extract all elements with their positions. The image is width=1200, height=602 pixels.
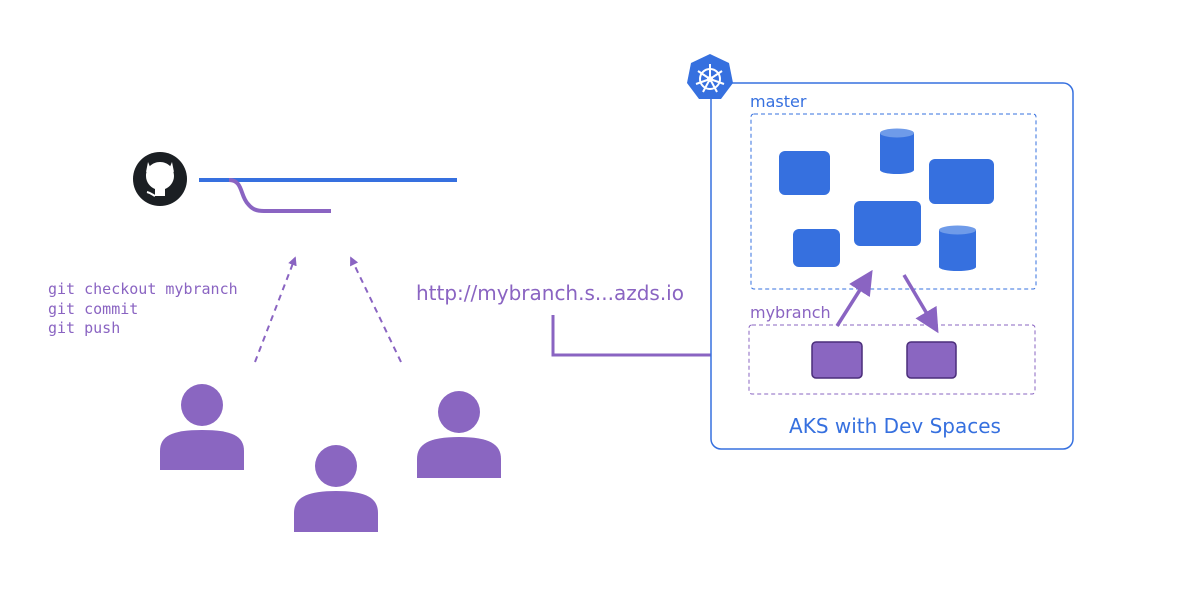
service-block xyxy=(929,159,994,204)
push-arrow xyxy=(350,256,402,363)
git-command-line: git checkout mybranch xyxy=(48,280,238,298)
service-block xyxy=(779,151,830,195)
database-icon xyxy=(880,128,914,174)
branch-to-master-arrow xyxy=(835,269,873,327)
feature-branch-line xyxy=(228,178,331,213)
aks-cluster: master mybranch AKS with Dev Spaces xyxy=(687,54,1074,450)
branch-graph xyxy=(199,178,457,213)
person-icon xyxy=(417,391,501,478)
branch-service-block xyxy=(906,341,957,379)
github-icon xyxy=(133,152,187,206)
service-block xyxy=(854,201,921,246)
git-command-line: git commit xyxy=(48,300,138,318)
mybranch-label: mybranch xyxy=(750,303,831,322)
master-to-branch-arrow xyxy=(902,274,939,334)
git-command-line: git push xyxy=(48,319,120,337)
database-icon xyxy=(939,225,976,271)
mybranch-namespace xyxy=(748,324,1036,395)
cluster-title: AKS with Dev Spaces xyxy=(789,414,1001,438)
url-label: http://mybranch.s...azds.io xyxy=(416,281,684,305)
master-namespace xyxy=(750,113,1037,290)
git-commands: git checkout mybranch git commit git pus… xyxy=(48,280,238,337)
master-label: master xyxy=(750,92,807,111)
push-arrow xyxy=(254,256,297,363)
person-icon xyxy=(160,384,244,470)
kubernetes-icon xyxy=(687,54,733,99)
url-route-arrow xyxy=(551,315,735,366)
service-block xyxy=(793,229,840,267)
branch-service-block xyxy=(811,341,863,379)
person-icon xyxy=(294,445,378,532)
